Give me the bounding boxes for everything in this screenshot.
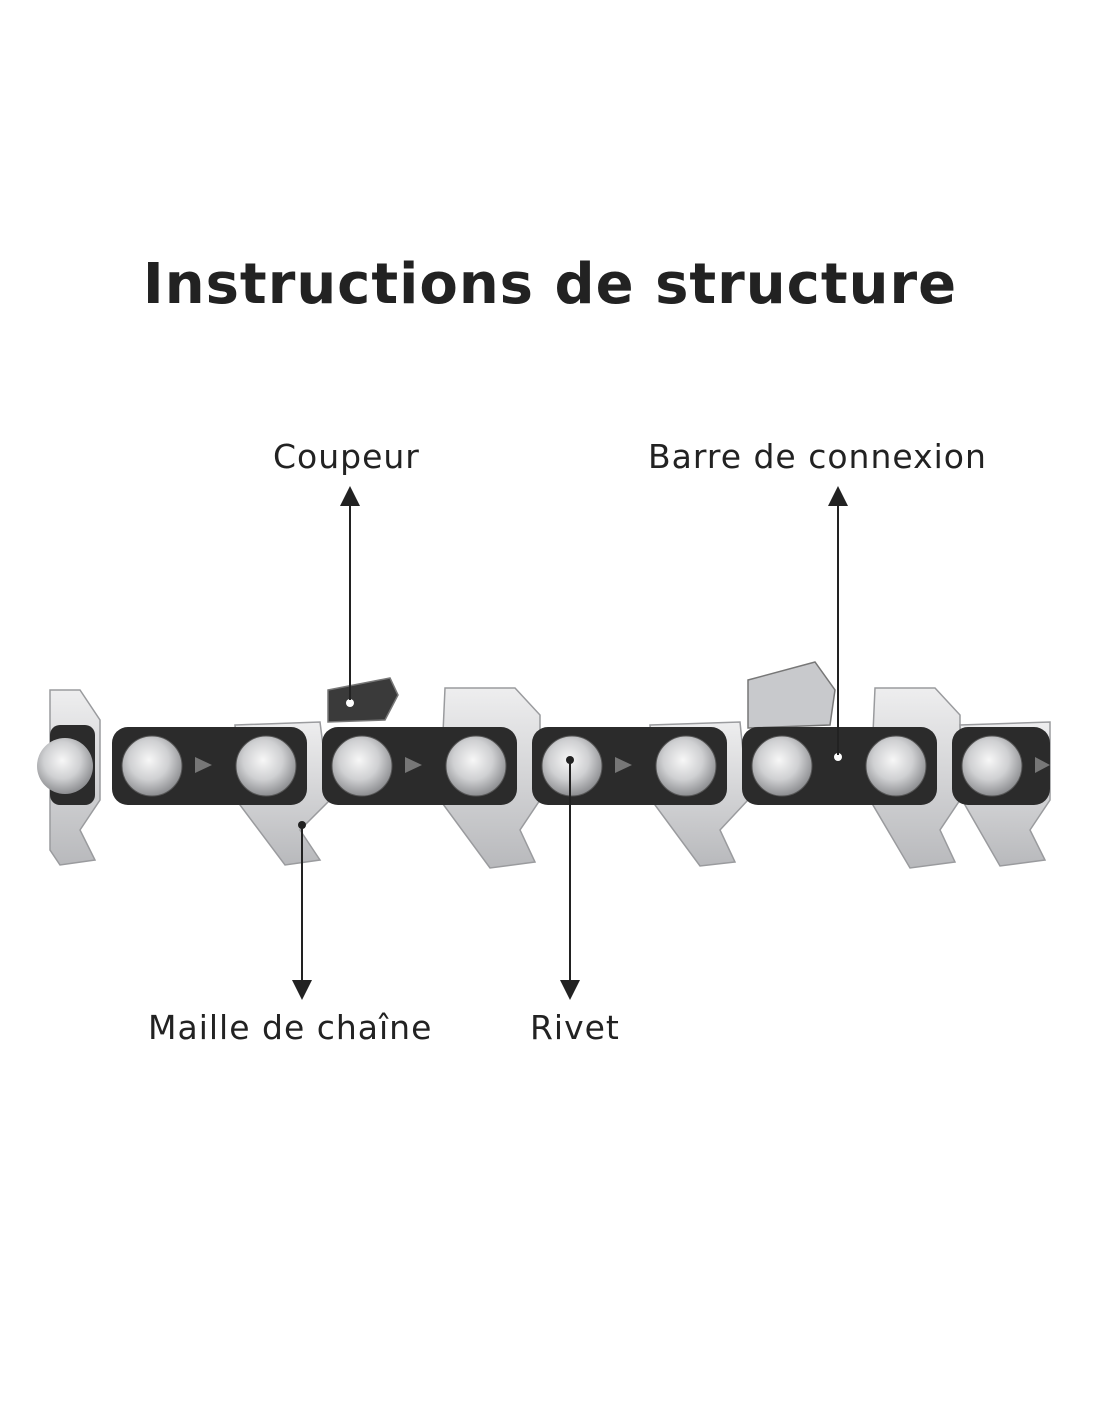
dot-cutter [346,699,354,707]
cutter-2 [747,661,836,729]
pointer-dots [298,699,842,829]
label-tie-strap: Barre de connexion [648,437,987,476]
label-drive-link: Maille de chaîne [148,1008,433,1047]
plate-marks [195,757,1050,773]
rivet-5 [541,735,603,797]
cutters [327,661,836,729]
dot-drive-link [298,821,306,829]
rivet-0 [37,738,93,794]
rivet-7 [751,735,813,797]
dot-tie-strap [834,753,842,761]
rivet-8 [865,735,927,797]
rivet-6 [655,735,717,797]
rivet-9 [961,735,1023,797]
leader-lines [292,486,848,1000]
page-title: Instructions de structure [142,252,958,317]
rivet-1 [121,735,183,797]
rivets [37,735,1023,797]
dot-rivet [566,756,574,764]
label-cutter: Coupeur [273,437,420,476]
rivet-2 [235,735,297,797]
rivet-4 [445,735,507,797]
rivet-3 [331,735,393,797]
label-rivet: Rivet [530,1008,620,1047]
cutter-1 [327,677,399,723]
